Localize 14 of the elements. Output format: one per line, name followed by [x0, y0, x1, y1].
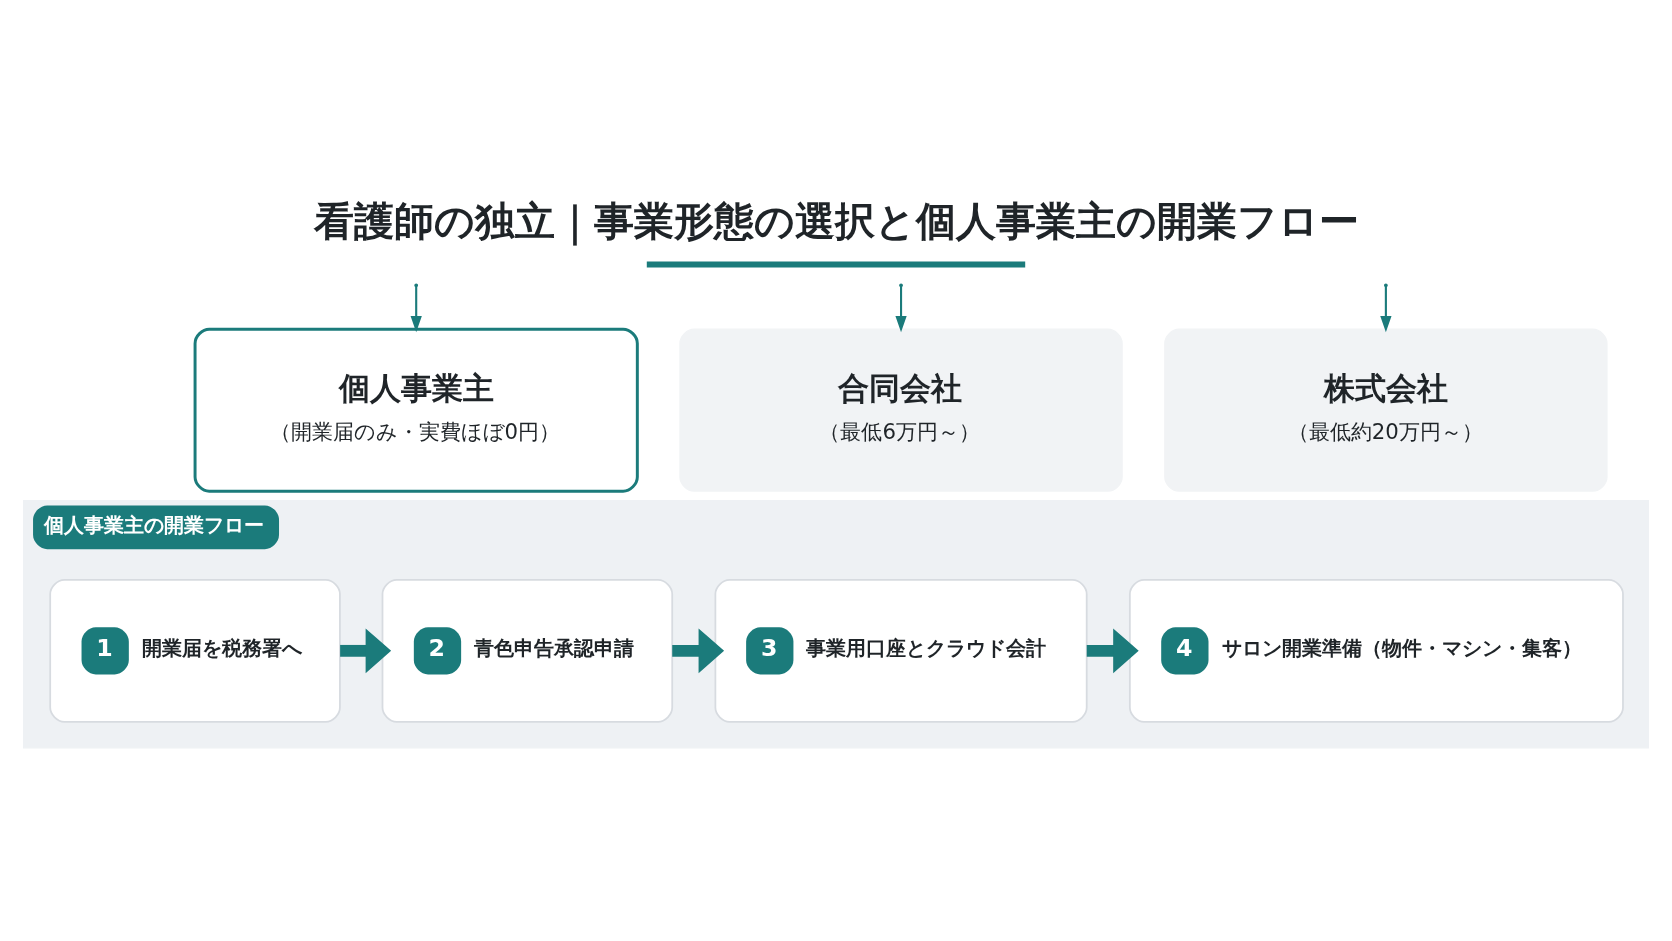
node-box: 個人事業主 （開業届のみ・実費ほぼ0円） — [193, 327, 639, 493]
arrow — [1086, 627, 1139, 673]
arrow — [1380, 286, 1392, 332]
diagram-title: 看護師の独立｜事業形態の選択と個人事業主の開業フロー — [314, 197, 1360, 244]
node-box: 合同会社 （最低6万円～） — [679, 328, 1123, 492]
arrow — [410, 286, 422, 332]
node-box: 株式会社 （最低約20万円～） — [1164, 328, 1608, 492]
arrow — [672, 627, 725, 673]
arrow — [895, 286, 907, 332]
node-box: 3 事業用口座とクラウド会計 — [714, 578, 1088, 723]
node-box: 2 青色申告承認申請 — [381, 578, 674, 723]
node-box: 1 開業届を税務署へ — [49, 578, 341, 723]
arrow — [340, 628, 392, 673]
node-box: 4 サロン開業準備（物件・マシン・集客） — [1128, 578, 1624, 723]
